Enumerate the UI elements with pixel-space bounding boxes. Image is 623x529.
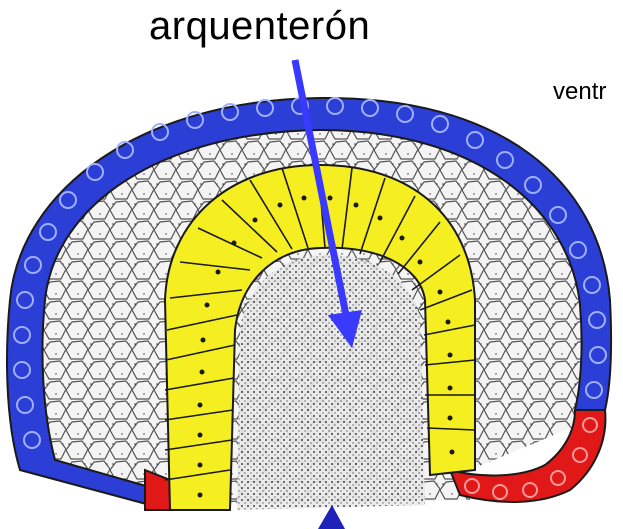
blastopore-arrow	[318, 505, 345, 529]
archenteron-cavity	[237, 255, 425, 510]
